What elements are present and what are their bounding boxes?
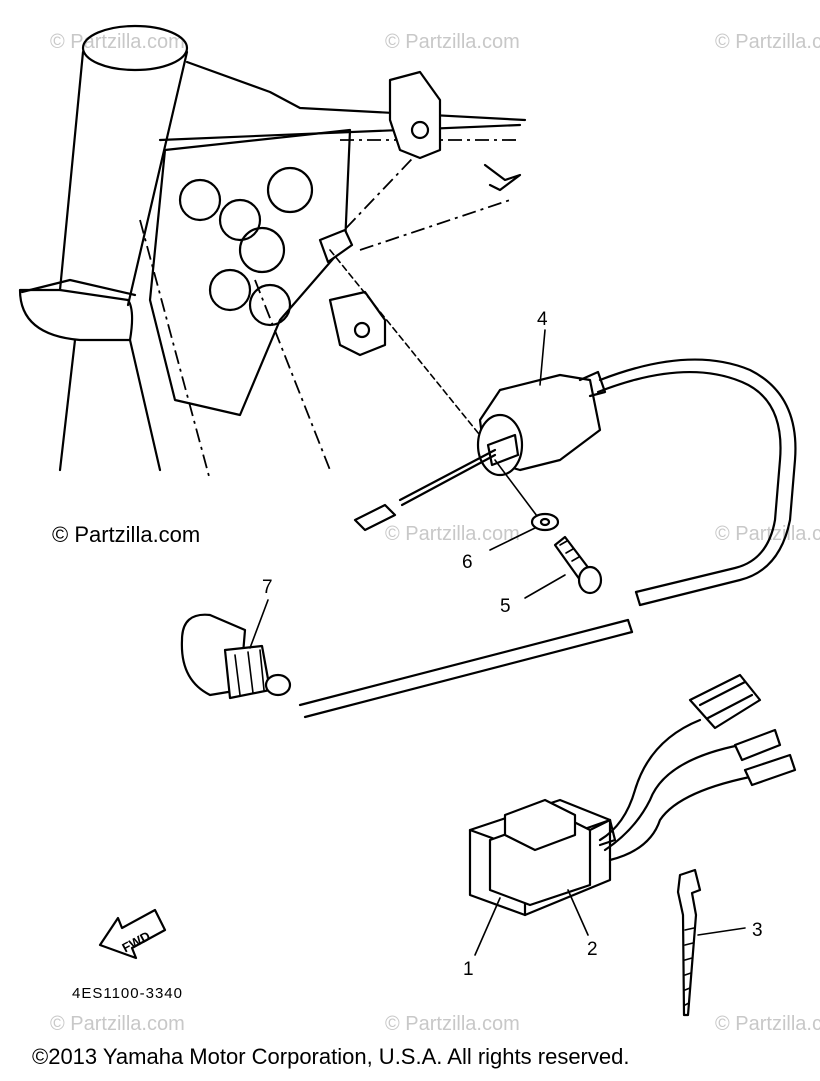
- watermark: © Partzilla.com: [715, 523, 820, 545]
- cdi-unit: [468, 673, 797, 917]
- callout-3: 3: [752, 920, 763, 941]
- cable-tie: [676, 868, 702, 1017]
- collar-edge: [20, 278, 137, 297]
- copyright-footer: ©2013 Yamaha Motor Corporation, U.S.A. A…: [32, 1044, 629, 1069]
- spark-plug-cap: [180, 613, 292, 700]
- frame-bracket-upper: [388, 70, 442, 160]
- primary-lead: [398, 448, 497, 507]
- top-tube: [185, 60, 527, 122]
- leader-7: [249, 599, 269, 649]
- callout-2: 2: [587, 939, 598, 960]
- fwd-arrow: FWD: [98, 908, 167, 960]
- leader-4: [539, 329, 546, 386]
- gusset-plate: [148, 128, 352, 417]
- ignition-coil-face: [476, 413, 524, 477]
- cdi-harness: [598, 718, 762, 862]
- callout-4: 4: [537, 309, 548, 330]
- leader-5: [524, 574, 566, 599]
- watermark: © Partzilla.com: [385, 1013, 520, 1035]
- head-pipe-top: [81, 24, 189, 72]
- coil-mount-tab: [318, 228, 354, 264]
- leader-2: [567, 889, 589, 936]
- fork-lower: [58, 338, 162, 472]
- watermark-layer: © Partzilla.com © Partzilla.com © Partzi…: [50, 31, 820, 1035]
- leader-3: [697, 927, 746, 936]
- screw: [553, 535, 603, 595]
- leader-6: [489, 527, 536, 551]
- head-pipe-body: [58, 50, 189, 307]
- callout-5: 5: [500, 596, 511, 617]
- coupler: [688, 673, 762, 730]
- watermark: © Partzilla.com: [385, 523, 520, 545]
- watermark: © Partzilla.com: [715, 31, 820, 53]
- lead-terminal: [353, 503, 397, 532]
- watermark: © Partzilla.com: [50, 31, 185, 53]
- callout-6: 6: [462, 552, 473, 573]
- leader-1: [474, 897, 501, 956]
- watermark: © Partzilla.com: [715, 1013, 820, 1035]
- gusset-holes: [178, 166, 314, 327]
- watermark: © Partzilla.com: [50, 1013, 185, 1035]
- callout-7: 7: [262, 577, 273, 598]
- drawing-code: 4ES1100-3340: [72, 985, 183, 1002]
- ignition-coil: [353, 370, 607, 532]
- frame-tab: [483, 163, 522, 192]
- head-pipe-collar: [18, 288, 134, 342]
- frame-drawing: [18, 24, 527, 481]
- top-tube-lower: [158, 123, 522, 142]
- leader-lines: [249, 329, 746, 956]
- watermark: © Partzilla.com: [385, 31, 520, 53]
- partzilla-mark: © Partzilla.com: [52, 522, 200, 547]
- high-tension-cable: [298, 358, 797, 719]
- washer: [530, 512, 560, 532]
- callout-1: 1: [463, 959, 474, 980]
- callouts: 4 6 5 7 1 2 3: [262, 309, 763, 980]
